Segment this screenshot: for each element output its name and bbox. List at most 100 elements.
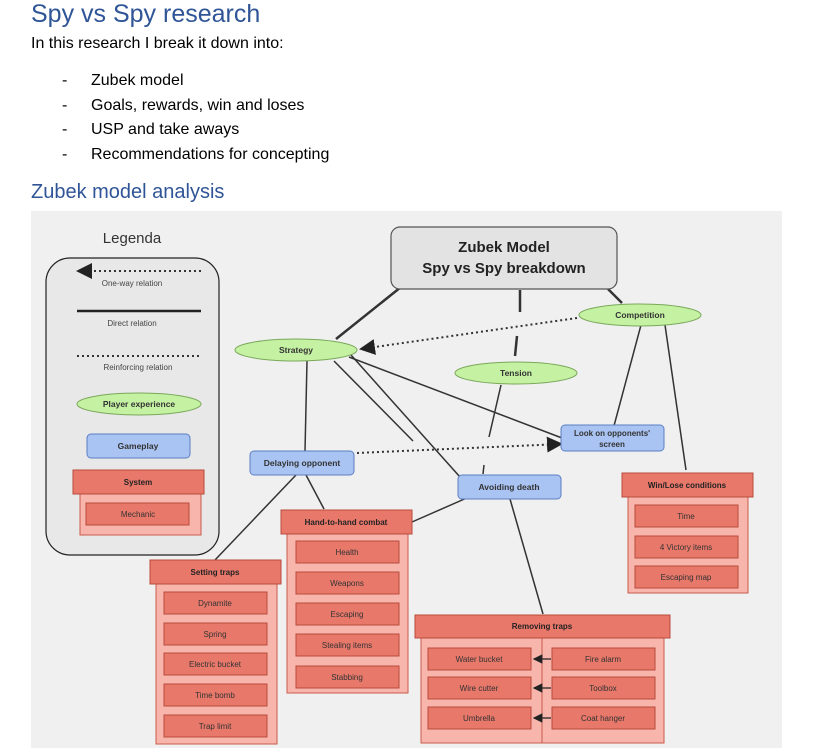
- direct-line: [509, 498, 544, 615]
- mechanic-box: [295, 602, 400, 626]
- bullet-item: - USP and take aways: [62, 120, 329, 145]
- direct-line: [610, 324, 642, 438]
- tension-label: Tension: [500, 368, 532, 378]
- intro-text: In this research I break it down into:: [31, 35, 284, 52]
- delaying-opponent-label: Delaying opponent: [264, 458, 341, 468]
- mechanic-label: Escaping: [331, 610, 364, 619]
- mechanic-box: [634, 565, 739, 589]
- setting-traps-header: [149, 559, 282, 585]
- mechanic-box: [551, 676, 656, 700]
- one-way-relation-arrow: [359, 317, 578, 355]
- delaying-opponent-box: [249, 450, 355, 476]
- direct-line: [333, 360, 414, 442]
- legend-player-experience-label: Player experience: [103, 399, 176, 409]
- bullet-marker: -: [62, 96, 68, 114]
- direct-line: [607, 288, 623, 304]
- mechanic-label: Toolbox: [589, 684, 617, 693]
- legend-system-label: System: [124, 478, 152, 487]
- win-lose-system: Win/Lose conditions Time 4 Victory items…: [621, 472, 754, 594]
- mechanic-box: [634, 504, 739, 528]
- zubek-diagram: Legenda One-way relation Direct relation…: [31, 211, 782, 748]
- mechanic-label: Stabbing: [331, 673, 363, 682]
- bullet-text: Recommendations for concepting: [91, 145, 330, 163]
- mechanic-box: [295, 633, 400, 657]
- mechanic-label: Coat hanger: [581, 714, 625, 723]
- mechanic-box: [427, 676, 532, 700]
- removing-traps-system: Removing traps Water bucket Wire cutter …: [414, 614, 671, 744]
- legend-one-way-label: One-way relation: [102, 279, 162, 288]
- direct-line: [664, 324, 687, 471]
- mechanic-box: [427, 647, 532, 671]
- look-on-screen-label-line1: Look on opponents': [574, 429, 650, 438]
- main-title-line1: Zubek Model: [458, 239, 550, 256]
- legend-mechanic-box: [85, 502, 190, 526]
- legend: Legenda One-way relation Direct relation…: [45, 230, 220, 556]
- section-heading: Zubek model analysis: [31, 181, 225, 203]
- tension-ellipse: [454, 361, 578, 385]
- mechanic-label: Dynamite: [198, 599, 232, 608]
- mechanic-box: [163, 591, 268, 615]
- bullet-text: USP and take aways: [91, 121, 240, 138]
- bullet-item: -Zubek model: [62, 71, 329, 96]
- legend-title: Legenda: [103, 230, 162, 247]
- one-way-relation-arrow: [356, 436, 563, 454]
- direct-line: [411, 496, 470, 523]
- gameplay-nodes: Delaying opponent Avoiding death Look on…: [249, 424, 665, 500]
- setting-traps-system: Setting traps Dynamite Spring Electric b…: [149, 559, 282, 745]
- mechanic-box: [551, 647, 656, 671]
- mechanic-label: Wire cutter: [460, 684, 499, 693]
- win-lose-header: [621, 472, 754, 498]
- legend-reinforcing-label: Reinforcing relation: [104, 363, 173, 372]
- mechanic-label: Spring: [203, 630, 226, 639]
- direct-line: [513, 335, 519, 357]
- avoiding-death-box: [457, 474, 562, 500]
- competition-ellipse: [578, 303, 702, 327]
- mechanic-label: Stealing items: [322, 641, 372, 650]
- legend-direct-label: Direct relation: [107, 319, 156, 328]
- page-title: Spy vs Spy research: [31, 0, 261, 28]
- bullet-marker: -: [62, 72, 68, 89]
- legend-gameplay-box: [86, 433, 191, 459]
- player-experience-nodes: Strategy Tension Competition: [234, 303, 702, 385]
- direct-line: [482, 464, 485, 475]
- look-on-screen-box: [560, 424, 665, 452]
- mechanic-label: Water bucket: [456, 655, 504, 664]
- direct-line: [335, 286, 402, 340]
- mechanic-label: Fire alarm: [585, 655, 621, 664]
- bullet-item: -Goals, rewards, win and loses: [62, 96, 329, 121]
- mechanic-box: [295, 665, 400, 689]
- look-on-screen-label-line2: screen: [599, 440, 625, 449]
- mechanic-box: [295, 540, 400, 564]
- mechanic-box: [163, 683, 268, 707]
- hand-to-hand-system: Hand-to-hand combat Health Weapons Escap…: [280, 509, 413, 694]
- strategy-ellipse: [234, 338, 358, 362]
- mechanic-box: [163, 622, 268, 646]
- hand-to-hand-header: [280, 509, 413, 535]
- bullet-list: -Zubek model -Goals, rewards, win and lo…: [62, 71, 329, 169]
- diagram-canvas: Legenda One-way relation Direct relation…: [45, 226, 754, 745]
- mechanic-box: [551, 706, 656, 730]
- mechanic-box: [295, 571, 400, 595]
- mechanic-label: Umbrella: [463, 714, 496, 723]
- removing-traps-title: Removing traps: [512, 622, 573, 631]
- mechanic-label: Time: [677, 512, 695, 521]
- setting-traps-title: Setting traps: [191, 568, 240, 577]
- bullet-marker: -: [62, 145, 68, 163]
- legend-player-experience-ellipse: [76, 392, 202, 416]
- direct-line: [214, 474, 297, 561]
- strategy-label: Strategy: [279, 345, 313, 355]
- legend-mechanic-label: Mechanic: [121, 510, 155, 519]
- bullet-marker: -: [62, 121, 68, 138]
- mechanic-box: [163, 714, 268, 738]
- mechanic-box: [163, 652, 268, 676]
- mechanic-box: [427, 706, 532, 730]
- mechanic-label: Escaping map: [661, 573, 712, 582]
- legend-system-header: [72, 469, 205, 495]
- direct-line: [348, 356, 563, 439]
- bullet-item: - Recommendations for concepting: [62, 145, 329, 170]
- competition-label: Competition: [615, 310, 665, 320]
- connection-lines: [214, 286, 687, 615]
- mechanic-label: Health: [335, 548, 358, 557]
- mechanic-label: Trap limit: [199, 722, 232, 731]
- direct-line: [305, 474, 325, 510]
